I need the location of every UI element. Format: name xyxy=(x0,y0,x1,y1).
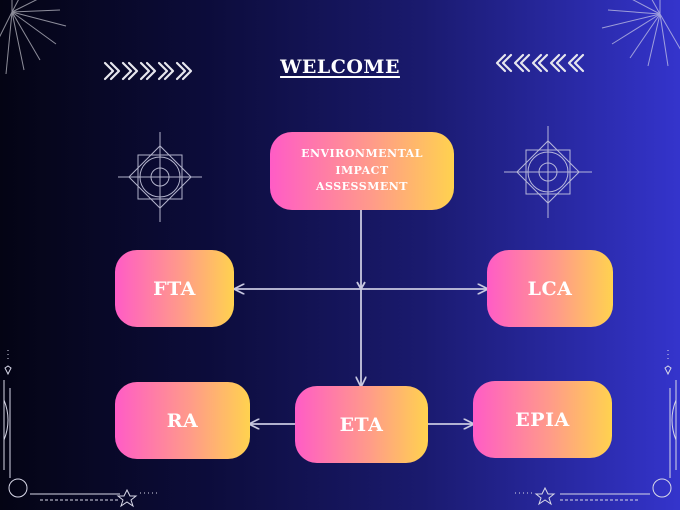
node-label-line: IMPACT xyxy=(335,163,389,177)
corner-ornament-icon xyxy=(3,350,160,508)
node-label: ETA xyxy=(339,413,384,436)
node-epia[interactable]: EPIA xyxy=(473,381,612,458)
node-fta[interactable]: FTA xyxy=(115,250,234,327)
sunburst-icon xyxy=(0,0,67,75)
node-label: EPIA xyxy=(515,408,570,431)
corner-ornament-icon xyxy=(515,350,677,506)
node-environmental-impact-assessment[interactable]: ENVIRONMENTAL IMPACT ASSESSMENT xyxy=(270,132,454,210)
node-ra[interactable]: RA xyxy=(115,382,250,459)
node-label: LCA xyxy=(527,277,573,300)
node-label-line: ASSESSMENT xyxy=(315,180,408,194)
page-title: WELCOME xyxy=(280,56,400,78)
node-eta[interactable]: ETA xyxy=(295,386,428,463)
node-label: FTA xyxy=(153,277,196,300)
geometric-star-icon xyxy=(118,132,202,222)
chevron-right-icon xyxy=(103,61,193,81)
chevron-left-icon xyxy=(495,53,585,73)
sunburst-icon xyxy=(601,0,680,67)
node-label: RA xyxy=(166,409,199,432)
geometric-star-icon xyxy=(504,126,592,218)
junction-arrow-icon xyxy=(356,281,366,291)
node-label-line: ENVIRONMENTAL xyxy=(301,147,423,161)
node-lca[interactable]: LCA xyxy=(487,250,613,327)
